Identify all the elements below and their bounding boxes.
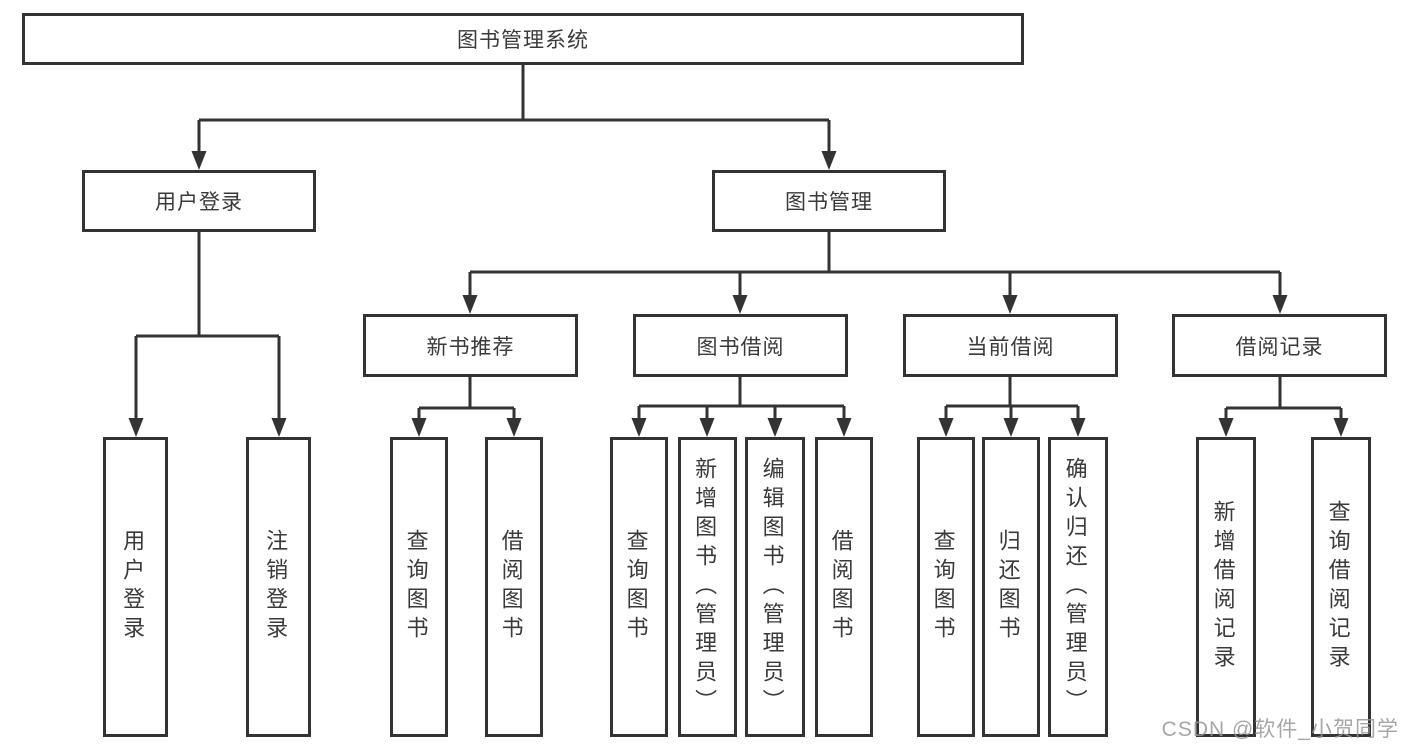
leaf-user-login: 用户登录 — [103, 437, 168, 737]
node-label: 新增图书（管理员） — [692, 456, 718, 718]
node-label: 注销登录 — [263, 529, 289, 645]
node-label: 查询图书 — [403, 529, 429, 645]
leaf-query-books-recommend: 查询图书 — [390, 437, 448, 737]
leaf-return-books: 归还图书 — [982, 437, 1040, 737]
node-borrowing-records: 借阅记录 — [1172, 314, 1387, 377]
leaf-logout-login: 注销登录 — [246, 437, 311, 737]
node-label: 新增借阅记录 — [1210, 500, 1236, 674]
connector-user-login-to-leaves — [128, 232, 287, 437]
node-label: 借阅图书 — [828, 529, 854, 645]
node-label: 查询借阅记录 — [1325, 500, 1351, 674]
connector-root-to-level2 — [191, 65, 837, 170]
node-current-borrowing: 当前借阅 — [903, 314, 1118, 377]
leaf-add-borrow-record: 新增借阅记录 — [1196, 437, 1256, 737]
node-label: 当前借阅 — [966, 335, 1055, 359]
node-book-management: 图书管理 — [712, 170, 946, 232]
node-label: 借阅图书 — [498, 529, 524, 645]
connector-borrowing-records-to-leaves — [1218, 377, 1349, 437]
node-label: 图书管理 — [785, 191, 873, 214]
leaf-query-books-current: 查询图书 — [917, 437, 975, 737]
node-label: 用户登录 — [120, 529, 146, 645]
connector-book-management-to-level3 — [462, 232, 1288, 314]
leaf-borrow-books-recommend: 借阅图书 — [485, 437, 543, 737]
node-label: 借阅记录 — [1235, 335, 1324, 359]
node-label: 新书推荐 — [426, 335, 515, 359]
connector-current-borrowing-to-leaves — [938, 377, 1086, 437]
leaf-query-borrow-record: 查询借阅记录 — [1311, 437, 1371, 737]
node-book-borrowing: 图书借阅 — [633, 314, 848, 377]
node-label: 归还图书 — [995, 529, 1021, 645]
node-label: 查询图书 — [623, 529, 649, 645]
leaf-add-books-admin: 新增图书（管理员） — [678, 437, 737, 737]
connector-book-borrowing-to-leaves — [631, 377, 852, 437]
leaf-borrow-books: 借阅图书 — [815, 437, 873, 737]
node-label: 确认归还（管理员） — [1062, 456, 1088, 718]
node-new-book-recommendation: 新书推荐 — [363, 314, 578, 377]
leaf-query-books-borrowing: 查询图书 — [610, 437, 668, 737]
node-library-management-system: 图书管理系统 — [22, 13, 1024, 65]
node-label: 查询图书 — [930, 529, 956, 645]
leaf-edit-books-admin: 编辑图书（管理员） — [745, 437, 805, 737]
node-label: 图书管理系统 — [457, 29, 589, 52]
node-label: 用户登录 — [155, 191, 243, 214]
node-label: 图书借阅 — [696, 335, 785, 359]
connector-new-book-recommendation-to-leaves — [411, 377, 522, 437]
leaf-confirm-return-admin: 确认归还（管理员） — [1048, 437, 1108, 737]
node-label: 编辑图书（管理员） — [759, 456, 785, 718]
node-user-login: 用户登录 — [82, 170, 316, 232]
